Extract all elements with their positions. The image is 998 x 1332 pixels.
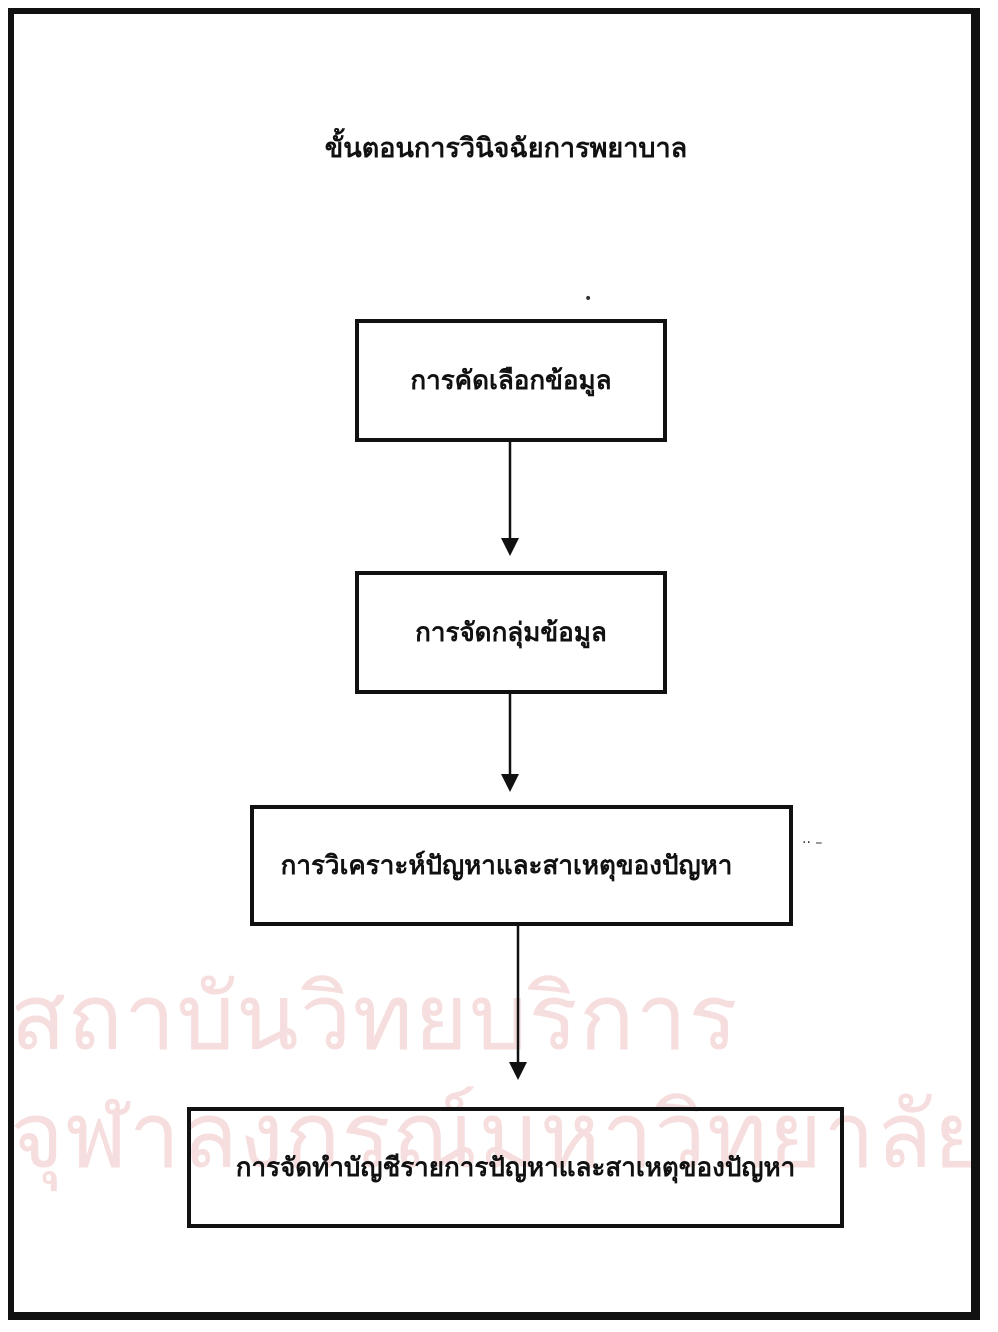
flow-step-box: การจัดกลุ่มข้อมูล [355, 571, 667, 694]
arrow-step1-to-step2 [501, 442, 519, 556]
scan-speck: • [584, 291, 593, 307]
scan-speck: ·· – [802, 835, 823, 851]
arrow-step2-to-step3 [501, 694, 519, 792]
page-title: ขั้นตอนการวินิจฉัยการพยาบาล [324, 133, 688, 164]
arrow-step3-to-step4 [509, 926, 527, 1080]
flow-step-box: การจัดทำบัญชีรายการปัญหาและสาเหตุของปัญห… [187, 1107, 844, 1228]
flow-step-label: การคัดเลือกข้อมูล [410, 366, 612, 396]
flow-step-label: การจัดกลุ่มข้อมูล [415, 618, 607, 648]
flow-step-box: การวิเคราะห์ปัญหาและสาเหตุของปัญหา [250, 805, 793, 926]
page-border [8, 8, 980, 1320]
flow-step-box: การคัดเลือกข้อมูล [355, 319, 667, 442]
flow-step-label: การจัดทำบัญชีรายการปัญหาและสาเหตุของปัญห… [235, 1153, 796, 1183]
flow-step-label: การวิเคราะห์ปัญหาและสาเหตุของปัญหา [280, 851, 733, 881]
